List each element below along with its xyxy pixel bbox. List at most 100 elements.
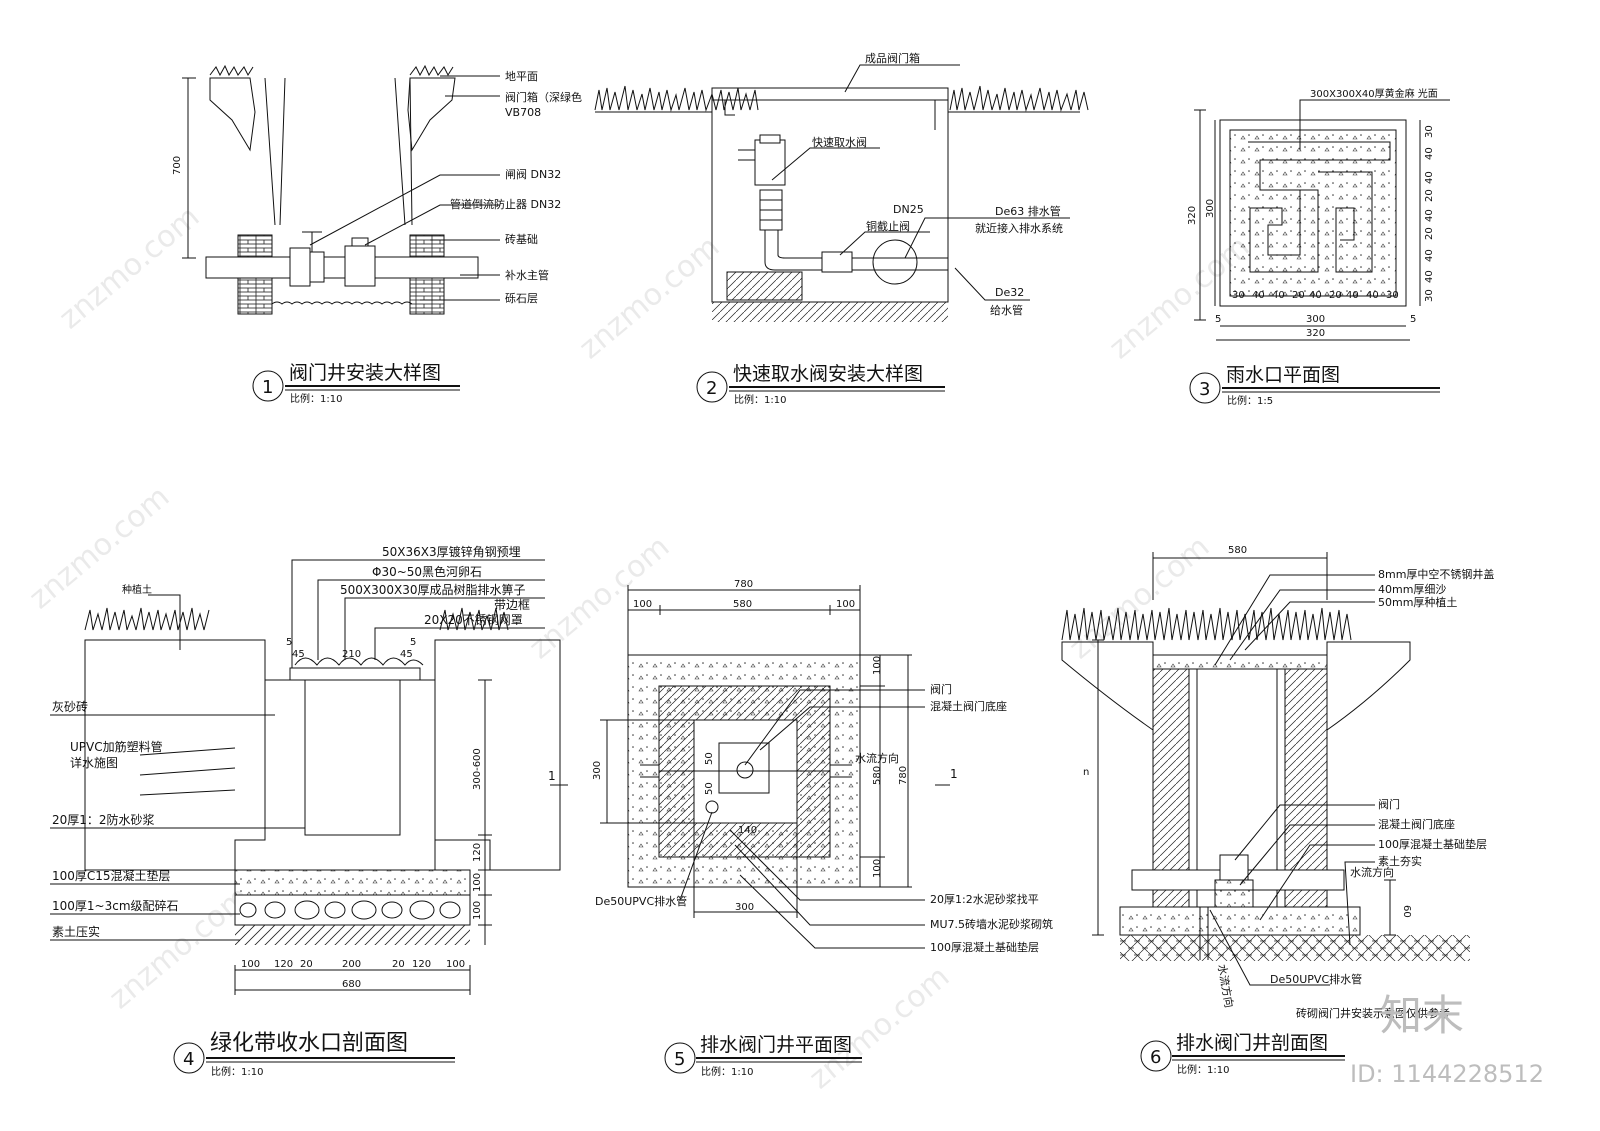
d1-label-ground: 地平面: [505, 70, 538, 83]
d4-bottom-dims: 100 120 20 200 20 120 100 680: [234, 959, 471, 995]
detail-6-drain-valve-well-section: 580 n 60 8mm厚中空不锈钢井盖 40mm厚细沙 50mm厚种植土: [1061, 545, 1494, 1076]
d3-dim-320-bottom: 320: [1306, 328, 1325, 339]
d1-scale: 比例：1:10: [290, 392, 342, 405]
d2-label-drain: De63 排水管: [995, 204, 1061, 218]
d5-bottom-dim: 300: [735, 902, 754, 913]
d3-dim-r2: 40: [1424, 171, 1435, 184]
d5-top-dim-2: 580: [733, 599, 752, 610]
d6-label-soil: 50mm厚种植土: [1378, 595, 1457, 609]
d5-inner-2: 140: [738, 825, 757, 836]
d3-dim-r5: 20: [1424, 227, 1435, 240]
d4-bot-dim-4: 20: [392, 959, 405, 970]
d4-label-brick: 灰砂砖: [52, 699, 88, 714]
d3-dim-320: 320: [1187, 206, 1198, 225]
d3-dim-b0: 30: [1232, 290, 1245, 301]
d2-label-stop-valve: 铜截止阀: [866, 219, 910, 233]
d4-label-pebble: Φ30~50黑色河卵石: [372, 565, 482, 579]
d6-label-flow: 水流方向: [1350, 865, 1394, 879]
d3-dim-5: 5: [1410, 314, 1416, 325]
d2-title: 快速取水阀安装大样图: [733, 363, 923, 385]
d6-label-base: 混凝土阀门底座: [1378, 817, 1455, 831]
d5-inner-0: 50: [704, 752, 715, 765]
d2-label-drain-note: 就近接入排水系统: [975, 221, 1063, 235]
d4-label-soil-compact: 素土压实: [52, 924, 100, 939]
d5-right-dim-2: 780: [898, 766, 909, 785]
d4-label-grate: 500X300X30厚成品树脂排水箅子: [340, 582, 526, 597]
d4-top-dim-3: 45: [400, 649, 413, 660]
d4-bot-dim-2: 20: [300, 959, 313, 970]
d6-scale: 比例：1:10: [1177, 1063, 1229, 1076]
detail-2-quick-valve: 成品阀门箱 快速取水阀 DN25 铜截止阀 De63 排水管 就近接入排水系统 …: [594, 51, 1089, 406]
d4-label-angle: 50X36X3厚镀锌角钢预埋: [382, 545, 521, 559]
d5-top-dim-1: 100: [633, 599, 652, 610]
d3-dim-r1: 40: [1424, 147, 1435, 160]
d5-number: 5: [674, 1049, 685, 1070]
d5-right-dim-0: 100: [872, 656, 883, 675]
d5-left-dim: 300: [592, 761, 603, 780]
d3-number: 3: [1199, 379, 1210, 400]
d4-top-dim-2: 210: [342, 649, 361, 660]
detail-1-valve-well: 700 地平面 阀门箱（深绿色 VB708 闸阀 DN32 管道倒流防止器 DN…: [172, 64, 582, 405]
d5-right-dim-1: 580: [872, 766, 883, 785]
d6-label-concrete: 100厚混凝土基础垫层: [1378, 837, 1487, 851]
d5-inner-1: 50: [704, 782, 715, 795]
d4-label-mesh: 20X20不锈钢网罩: [424, 613, 523, 627]
d3-dim-b7: 40: [1366, 290, 1379, 301]
d6-number: 6: [1150, 1047, 1161, 1068]
d6-title: 排水阀门井剖面图: [1176, 1032, 1328, 1054]
d3-dim-r3: 20: [1424, 189, 1435, 202]
d6-top-dim: 580: [1228, 545, 1247, 556]
d6-note: 砖砌阀门井安装示意图仅供参考: [1296, 1006, 1450, 1020]
detail-3-rain-inlet-plan: 320 300 300 320 5 5 30 40 40 20 40 20 40…: [1187, 87, 1450, 407]
d4-bot-dim-6: 100: [446, 959, 465, 970]
d3-dim-r4: 40: [1424, 209, 1435, 222]
d3-dim-300-bottom: 300: [1306, 314, 1325, 325]
d4-bot-dim-5: 120: [412, 959, 431, 970]
d1-label-box: 阀门箱（深绿色: [505, 90, 582, 104]
detail-5-drain-valve-well-plan: 780 100 580 100 300 50 50 140 300 100 58…: [548, 579, 1053, 1078]
d4-label-soil: 种植土: [122, 583, 152, 596]
d1-dim-depth: 700: [172, 156, 183, 175]
d5-section-right: 1: [950, 767, 958, 781]
d2-label-box: 成品阀门箱: [865, 51, 920, 65]
d5-section-left: 1: [548, 769, 556, 783]
d4-label-mortar: 20厚1：2防水砂浆: [52, 812, 155, 827]
d3-dim-b5: 20: [1329, 290, 1342, 301]
d6-label-sand: 40mm厚细沙: [1378, 583, 1446, 596]
d4-top-dim-4: 5: [410, 637, 416, 648]
d4-label-pipe-ref: 详水施图: [70, 755, 118, 770]
d6-label-compact: 素土夯实: [1378, 854, 1422, 868]
d3-dim-300: 300: [1205, 199, 1216, 218]
d4-label-gravel: 100厚1~3cm级配碎石: [52, 898, 179, 913]
d6-label-valve: 阀门: [1378, 797, 1400, 811]
d3-title: 雨水口平面图: [1226, 364, 1340, 386]
d2-scale: 比例：1:10: [734, 393, 786, 406]
d5-label-flow: 水流方向: [855, 751, 899, 765]
d2-label-de32: De32: [995, 286, 1024, 299]
d4-top-dims: 5 45 210 45 5: [286, 637, 416, 660]
d5-label-brick: MU7.5砖墙水泥砂浆砌筑: [930, 917, 1053, 931]
d5-label-valve: 阀门: [930, 682, 952, 696]
d4-scale: 比例：1:10: [211, 1065, 263, 1078]
d2-label-quick-valve: 快速取水阀: [812, 135, 867, 149]
d3-dim-b8: 30: [1386, 290, 1399, 301]
d6-label-cover: 8mm厚中空不锈钢井盖: [1378, 567, 1494, 581]
d3-dim-b1: 40: [1252, 290, 1265, 301]
d1-number: 1: [262, 377, 273, 398]
d4-top-dim-0: 5: [286, 637, 292, 648]
d4-right-dim-1: 120: [472, 843, 483, 862]
d5-top-dim-0: 780: [734, 579, 753, 590]
d3-dim-r7: 40: [1424, 270, 1435, 283]
d1-label-backflow: 管道倒流防止器 DN32: [450, 197, 561, 211]
d4-bot-dim-1: 120: [274, 959, 293, 970]
d2-number: 2: [706, 378, 717, 399]
d4-label-concrete: 100厚C15混凝土垫层: [52, 868, 171, 883]
d3-material: 300X300X40厚黄金麻 光面: [1310, 87, 1438, 100]
detail-4-greenbelt-inlet-section: 种植土 灰砂砖 UPVC加筋塑料管 详水施图 20厚1：2防水砂浆 100厚C1…: [50, 545, 561, 1078]
d5-title: 排水阀门井平面图: [700, 1034, 852, 1056]
d6-dim-60: 60: [1401, 905, 1412, 918]
d5-label-base: 混凝土阀门底座: [930, 699, 1007, 713]
d3-dim-r0: 30: [1424, 125, 1435, 138]
d3-right-dims: 30 40 40 20 40 20 40 40 30: [1419, 120, 1435, 306]
